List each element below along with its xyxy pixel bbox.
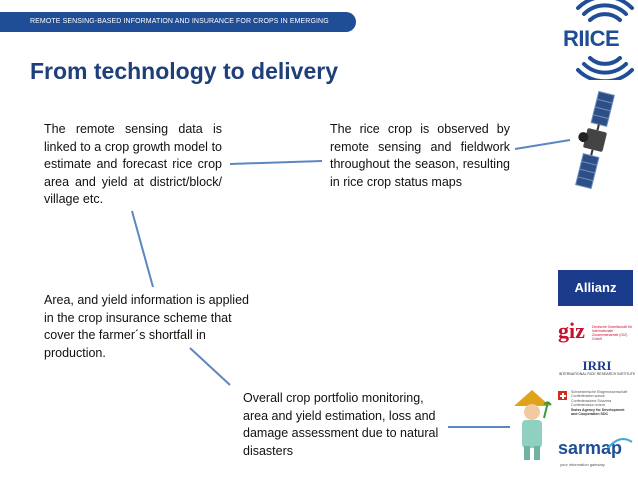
irri-wordmark: IRRI — [582, 358, 612, 373]
riice-signal-icon — [576, 0, 634, 80]
header-banner: REMOTE SENSING-BASED INFORMATION AND INS… — [0, 12, 356, 45]
portfolio-line: area and yield estimation, loss and — [243, 408, 436, 423]
sdc-line: and Cooperation SDC — [571, 412, 609, 417]
connector-box2-satellite — [514, 139, 571, 150]
insurance-line: Area, and yield information is applied — [44, 293, 249, 307]
sdc-text: Schweizerische Eidgenossenschaft Confédé… — [571, 390, 635, 416]
irri-logo: IRRI INTERNATIONAL RICE RESEARCH INSTITU… — [558, 358, 636, 380]
sdc-line: Schweizerische Eidgenossenschaft — [571, 390, 628, 394]
irri-subtitle: INTERNATIONAL RICE RESEARCH INSTITUTE — [558, 372, 636, 376]
sdc-line: Confédération suisse — [571, 394, 605, 399]
sdc-line: Confederazione Svizzera — [571, 398, 612, 403]
text-box-portfolio: Overall crop portfolio monitoring, area … — [243, 390, 447, 460]
sdc-logo: Schweizerische Eidgenossenschaft Confédé… — [558, 389, 636, 429]
sdc-line: Swiss Agency for Development — [571, 407, 625, 412]
satellite-icon — [575, 90, 615, 190]
connector-box3-box4 — [189, 347, 231, 386]
allianz-logo: Allianz — [558, 270, 633, 306]
insurance-line: in the crop insurance scheme that — [44, 310, 232, 325]
text-box-observation: The rice crop is observed by remote sens… — [330, 122, 510, 189]
portfolio-line: disasters — [243, 443, 294, 458]
sarmap-wordmark: sarmap — [558, 438, 623, 458]
giz-logo: giz Deutsche Gesellschaft für Internatio… — [558, 318, 636, 346]
portfolio-line: Overall crop portfolio monitoring, — [243, 391, 424, 405]
connector-box1-box2 — [229, 160, 323, 165]
text-box-insurance: Area, and yield information is applied i… — [44, 292, 258, 362]
sarmap-logo: sarmap your information gateway — [556, 436, 636, 472]
insurance-line: cover the farmer´s shortfall in — [44, 328, 206, 342]
swiss-flag-icon — [558, 391, 567, 400]
giz-subtitle: Deutsche Gesellschaft für Internationale… — [592, 325, 633, 341]
slide-title: From technology to delivery — [30, 58, 338, 84]
sdc-line: Confederaziun svizra — [571, 403, 605, 408]
sarmap-swoosh-icon — [607, 438, 633, 449]
portfolio-line: damage assessment due to natural — [243, 426, 439, 440]
farmer-icon — [514, 390, 552, 460]
riice-logo: RIICE — [563, 26, 620, 51]
connector-box1-box3 — [131, 210, 154, 288]
giz-wordmark: giz — [558, 318, 585, 343]
insurance-line: production. — [44, 345, 106, 360]
sarmap-tagline: your information gateway — [560, 462, 605, 467]
text-box-crop-model: The remote sensing data is linked to a c… — [44, 122, 222, 206]
